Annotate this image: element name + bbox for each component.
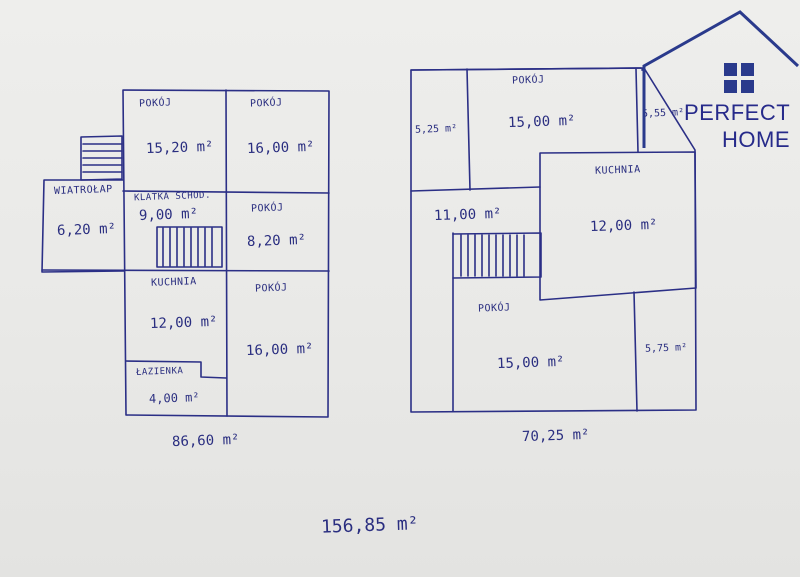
floor1-plan xyxy=(41,89,330,418)
floor2-outline-clean xyxy=(410,67,642,71)
room-area: 12,00 m² xyxy=(149,313,218,333)
floor2-wall xyxy=(466,68,471,191)
room-area: 8,20 m² xyxy=(246,231,307,251)
grand-total-area: 156,85 m² xyxy=(320,513,419,538)
room-area: 5,25 m² xyxy=(414,123,458,136)
floor1-outline xyxy=(122,89,330,418)
house-roof-icon xyxy=(642,10,800,148)
room-area: 9,00 m² xyxy=(138,205,199,225)
room-label: POKÓJ xyxy=(250,202,284,215)
room-area: 15,00 m² xyxy=(507,112,576,132)
room-label: POKÓJ xyxy=(249,97,283,110)
floor2-wall xyxy=(635,68,639,153)
room-area: 6,20 m² xyxy=(56,220,117,240)
logo-text-home: HOME xyxy=(722,127,790,152)
perfect-home-logo: PERFECT HOME xyxy=(640,10,800,160)
floor2-kitchen xyxy=(539,151,697,301)
floor2-wall xyxy=(633,291,638,412)
floor2-total-area: 70,25 m² xyxy=(521,426,590,446)
floor2-wall xyxy=(410,186,541,192)
room-label: KUCHNIA xyxy=(594,164,641,177)
floor1-total-area: 86,60 m² xyxy=(171,431,240,451)
floor1-entrance-steps xyxy=(80,135,123,181)
room-label: ŁAZIENKA xyxy=(135,366,184,378)
room-label: POKÓJ xyxy=(511,74,545,87)
room-area: 5,75 m² xyxy=(644,342,688,355)
room-area: 15,00 m² xyxy=(496,353,565,373)
floor1-staircase xyxy=(156,226,223,268)
room-area: 15,20 m² xyxy=(145,138,214,158)
floor1-wall xyxy=(41,269,330,272)
floor2-staircase xyxy=(452,232,542,279)
logo-text-perfect: PERFECT xyxy=(684,100,791,125)
room-area: 16,00 m² xyxy=(246,138,315,158)
floor1-wall xyxy=(225,89,228,417)
room-label: POKÓJ xyxy=(138,97,172,110)
room-label: WIATROŁAP xyxy=(53,183,113,198)
floor1-bathroom xyxy=(125,360,227,379)
room-area: 4,00 m² xyxy=(148,390,200,406)
floor1-wall xyxy=(122,190,330,194)
room-label: POKÓJ xyxy=(254,282,288,295)
room-area: 11,00 m² xyxy=(433,205,502,225)
room-area: 16,00 m² xyxy=(245,340,314,360)
room-area: 12,00 m² xyxy=(589,216,658,236)
room-label: KUCHNIA xyxy=(150,276,197,289)
room-label: POKÓJ xyxy=(477,302,511,315)
